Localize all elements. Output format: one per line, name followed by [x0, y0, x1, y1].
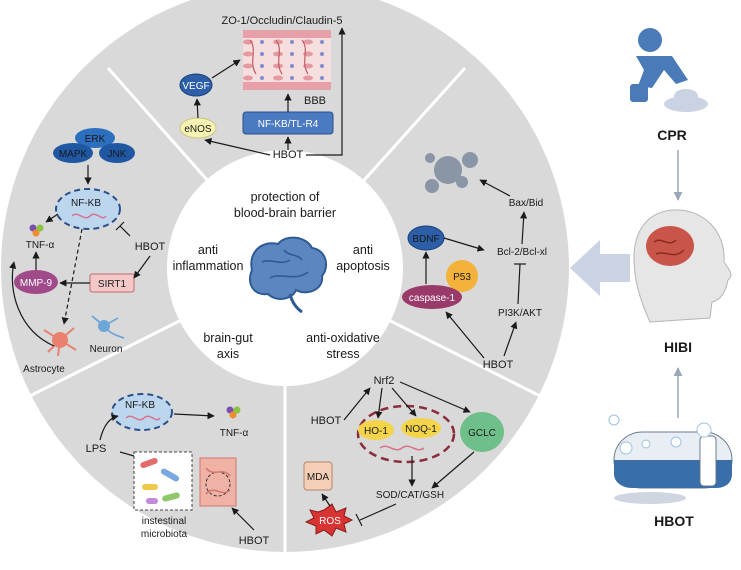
p53-node [446, 260, 478, 292]
erk-label: ERK [85, 134, 106, 145]
center-bottom-left-line1: brain-gut [203, 331, 253, 345]
cpr-label: CPR [657, 127, 687, 143]
vessel-illustration [243, 30, 331, 90]
nfkb-tlr4-label: NF-KB/TL-R4 [258, 119, 319, 130]
vegf-node [179, 73, 213, 97]
hibi-label: HIBI [664, 339, 692, 355]
astrocyte-label: Astrocyte [23, 364, 65, 375]
nrf2-label: Nrf2 [374, 375, 395, 387]
center-top-line1: protection of [251, 190, 320, 204]
brain-icon [249, 236, 328, 314]
center-bottom-right-line1: anti-oxidative [306, 331, 380, 345]
bdnf-label: BDNF [412, 234, 439, 245]
ros-burst [304, 503, 354, 537]
mmp9-label: MMP-9 [20, 278, 53, 289]
bbb-panel: ZO-1/Occludin/Claudin-5 BBB VEGF eNOS NF… [179, 15, 346, 161]
center-right-line1: anti [353, 243, 373, 257]
lps-label: LPS [86, 443, 107, 455]
center-labels: protection of blood-brain barrier anti i… [173, 190, 390, 361]
ho1-node [358, 420, 394, 440]
gut-nfkb-node [111, 393, 173, 431]
mmp9-node [14, 270, 58, 294]
apoptosis-hbot-label: HBOT [483, 359, 514, 371]
mapk-node [53, 143, 93, 163]
caspase-label: caspase-1 [409, 293, 456, 304]
bcl2-label: Bcl-2/Bcl-xl [497, 247, 547, 258]
bbb-hbot-label: HBOT [273, 149, 304, 161]
center-left-line1: anti [198, 243, 218, 257]
center-bottom-right-line2: stress [326, 347, 359, 361]
jnk-label: JNK [108, 149, 127, 160]
nqo1-label: NOQ-1 [405, 424, 437, 435]
center-left-line2: inflammation [173, 259, 244, 273]
hbot-chamber-icon [608, 414, 733, 504]
ho1-label: HO-1 [364, 426, 388, 437]
microbiota-icon [140, 457, 180, 504]
gut-hbot-label: HBOT [239, 535, 270, 547]
tight-junction-label: ZO-1/Occludin/Claudin-5 [221, 15, 342, 27]
neuron-label: Neuron [90, 344, 123, 355]
microbiota-line2: microbiota [141, 529, 188, 540]
inflammation-panel: ERK MAPK JNK NF-KB TNF-α HBOT MMP-9 SIRT… [9, 128, 166, 375]
nqo1-node [401, 418, 441, 438]
nfkb-label: NF-KB [71, 198, 101, 209]
head-icon [633, 209, 732, 323]
enos-label: eNOS [184, 124, 212, 135]
cpr-icon [630, 28, 708, 112]
astrocyte-icon [43, 327, 77, 357]
oxidative-panel: Nrf2 HBOT HO-1 NOQ-1 GCLC MDA SOD/CAT/GS… [303, 375, 504, 537]
apoptosis-panel: Bax/Bid BDNF Bcl-2/Bcl-xl P53 caspase-1 … [402, 152, 547, 371]
center-top-line2: blood-brain barrier [234, 206, 336, 220]
nucleus-ring [356, 404, 456, 464]
gut-nfkb-label: NF-KB [125, 400, 155, 411]
gclc-label: GCLC [468, 428, 496, 439]
jnk-node [99, 143, 135, 163]
gut-tnf-label: TNF-α [220, 428, 249, 439]
pi3k-label: PI3K/AKT [498, 308, 542, 319]
sod-label: SOD/CAT/GSH [376, 490, 444, 501]
ros-label: ROS [319, 516, 341, 527]
oxidative-hbot-label: HBOT [311, 415, 342, 427]
erk-node [75, 128, 115, 148]
mda-label: MDA [307, 472, 330, 483]
sirt1-label: SIRT1 [98, 279, 127, 290]
bbb-label: BBB [304, 95, 326, 107]
gut-panel: NF-KB TNF-α LPS instestinal microbiota H… [86, 393, 270, 547]
nfkb-node [55, 188, 121, 230]
caspase-node [402, 285, 462, 309]
apoptotic-cell-icon [425, 152, 478, 193]
gclc-node [460, 412, 504, 452]
p53-label: P53 [453, 272, 471, 283]
center-right-line2: apoptosis [336, 259, 390, 273]
center-bottom-left-line2: axis [217, 347, 239, 361]
microbiota-box [133, 451, 193, 511]
bax-label: Bax/Bid [509, 198, 543, 209]
vegf-label: VEGF [182, 81, 209, 92]
tnf-label: TNF-α [26, 240, 55, 251]
microbiota-line1: instestinal [142, 516, 186, 527]
hbot-side-label: HBOT [654, 513, 694, 529]
mapk-label: MAPK [59, 149, 88, 160]
big-left-arrow [570, 240, 630, 296]
neuron-icon [91, 315, 125, 339]
intestine-icon [199, 457, 237, 507]
mda-box [303, 461, 333, 491]
inflammation-hbot-label: HBOT [135, 241, 166, 253]
